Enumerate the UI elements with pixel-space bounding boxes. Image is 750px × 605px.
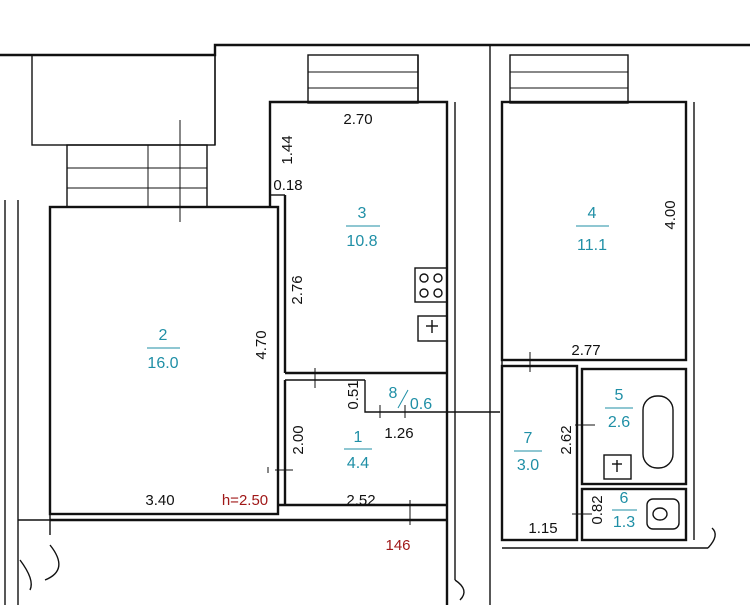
room-6-number: 6 (620, 490, 629, 507)
dim-room2-width: 3.40 (145, 492, 174, 509)
dim-room8-length: 0.51 (345, 380, 362, 409)
dim-room6-length: 0.82 (589, 495, 606, 524)
dim-room8-width: 1.26 (384, 425, 413, 442)
fixtures (414, 267, 680, 530)
room-4-area: 11.1 (577, 237, 607, 254)
dim-room3-length: 2.76 (289, 275, 306, 304)
room-3-number: 3 (358, 205, 367, 222)
room-3-area: 10.8 (346, 233, 377, 250)
room-7-area: 3.0 (517, 457, 539, 474)
dim-room3-offset: 0.18 (273, 177, 302, 194)
room-2-number: 2 (159, 327, 168, 344)
room-1-number: 1 (354, 429, 363, 446)
kitchen-sink-icon (417, 315, 448, 342)
dimension-labels: 2.70 1.44 0.18 2.76 4.70 3.40 2.00 2.52 … (145, 111, 679, 537)
dim-room3-window-wall: 1.44 (279, 135, 296, 164)
dim-room4-length: 4.00 (662, 200, 679, 229)
room-7-number: 7 (524, 430, 533, 447)
stove-icon (414, 267, 448, 303)
door-mark-label: 146 (385, 537, 410, 554)
room-1-area: 4.4 (347, 455, 369, 472)
ceiling-height-label: h=2.50 (222, 492, 268, 509)
dim-room7-length: 2.62 (558, 425, 575, 454)
bathroom-sink-icon (603, 454, 632, 480)
room-8-area: 0.6 (410, 396, 432, 413)
room-5-area: 2.6 (608, 414, 630, 431)
annotations: h=2.50 146 (222, 492, 411, 554)
dim-room1-width: 2.52 (346, 492, 375, 509)
room-6-area: 1.3 (613, 514, 635, 531)
dimension-ticks (267, 352, 595, 525)
room-labels: 1 4.4 2 16.0 3 10.8 4 11.1 5 2.6 6 1.3 7… (147, 205, 637, 531)
room-2-area: 16.0 (147, 355, 178, 372)
bathtub-icon (642, 395, 674, 469)
toilet-icon (646, 498, 680, 530)
dim-room2-length: 4.70 (253, 330, 270, 359)
room-5-number: 5 (615, 387, 624, 404)
room-8-number: 8 (389, 385, 398, 402)
dim-room3-width: 2.70 (343, 111, 372, 128)
dim-room6-width: 1.15 (528, 520, 557, 537)
dim-room4-width: 2.77 (571, 342, 600, 359)
dim-room1-length: 2.00 (290, 425, 307, 454)
walls (0, 43, 750, 605)
room-4-number: 4 (588, 205, 597, 222)
